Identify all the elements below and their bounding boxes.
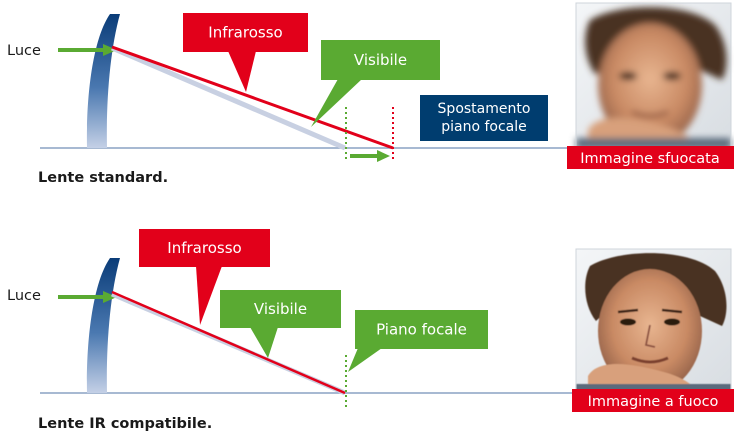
- top-visible-callout: Visibile: [311, 40, 440, 127]
- bottom-lens: [86, 258, 120, 393]
- bottom-panel: Luce Infrarosso Visibile Piano focale: [7, 229, 734, 432]
- bottom-infrared-ray: [111, 290, 346, 395]
- bottom-light-label: Luce: [7, 288, 41, 304]
- top-lens-caption: Lente standard.: [38, 170, 168, 186]
- bottom-visible-callout: Visibile: [220, 290, 341, 358]
- top-infrared-label: Infrarosso: [208, 24, 282, 42]
- top-visible-ray: [111, 45, 346, 151]
- top-focal-shift-arrow: [350, 150, 390, 162]
- top-incoming-light-arrow: [58, 44, 117, 56]
- bottom-infrared-callout: Infrarosso: [139, 229, 270, 325]
- top-focal-shift-box: Spostamento piano focale: [420, 95, 548, 141]
- bottom-infrared-label: Infrarosso: [167, 239, 241, 257]
- top-infrared-callout: Infrarosso: [183, 13, 308, 92]
- top-focal-shift-line1: Spostamento: [438, 101, 531, 117]
- bottom-focal-plane-callout: Piano focale: [348, 310, 488, 372]
- bottom-incoming-light-arrow: [58, 291, 117, 303]
- bottom-focal-plane-label: Piano focale: [376, 321, 467, 339]
- top-light-label: Luce: [7, 43, 41, 59]
- bottom-sharp-photo: [575, 248, 732, 395]
- bottom-image-caption: Immagine a fuoco: [588, 394, 719, 410]
- bottom-visible-label: Visibile: [254, 300, 307, 318]
- top-focal-shift-line2: piano focale: [441, 119, 527, 135]
- top-panel: Luce Infrarosso Visibile: [7, 2, 734, 186]
- top-visible-label: Visibile: [354, 51, 407, 69]
- top-blurred-photo: [575, 2, 732, 150]
- top-infrared-ray: [111, 45, 394, 150]
- top-lens: [86, 14, 120, 148]
- top-image-caption: Immagine sfuocata: [580, 151, 720, 167]
- bottom-lens-caption: Lente IR compatibile.: [38, 416, 212, 432]
- top-image-caption-box: Immagine sfuocata: [567, 146, 734, 169]
- bottom-image-caption-box: Immagine a fuoco: [572, 389, 734, 412]
